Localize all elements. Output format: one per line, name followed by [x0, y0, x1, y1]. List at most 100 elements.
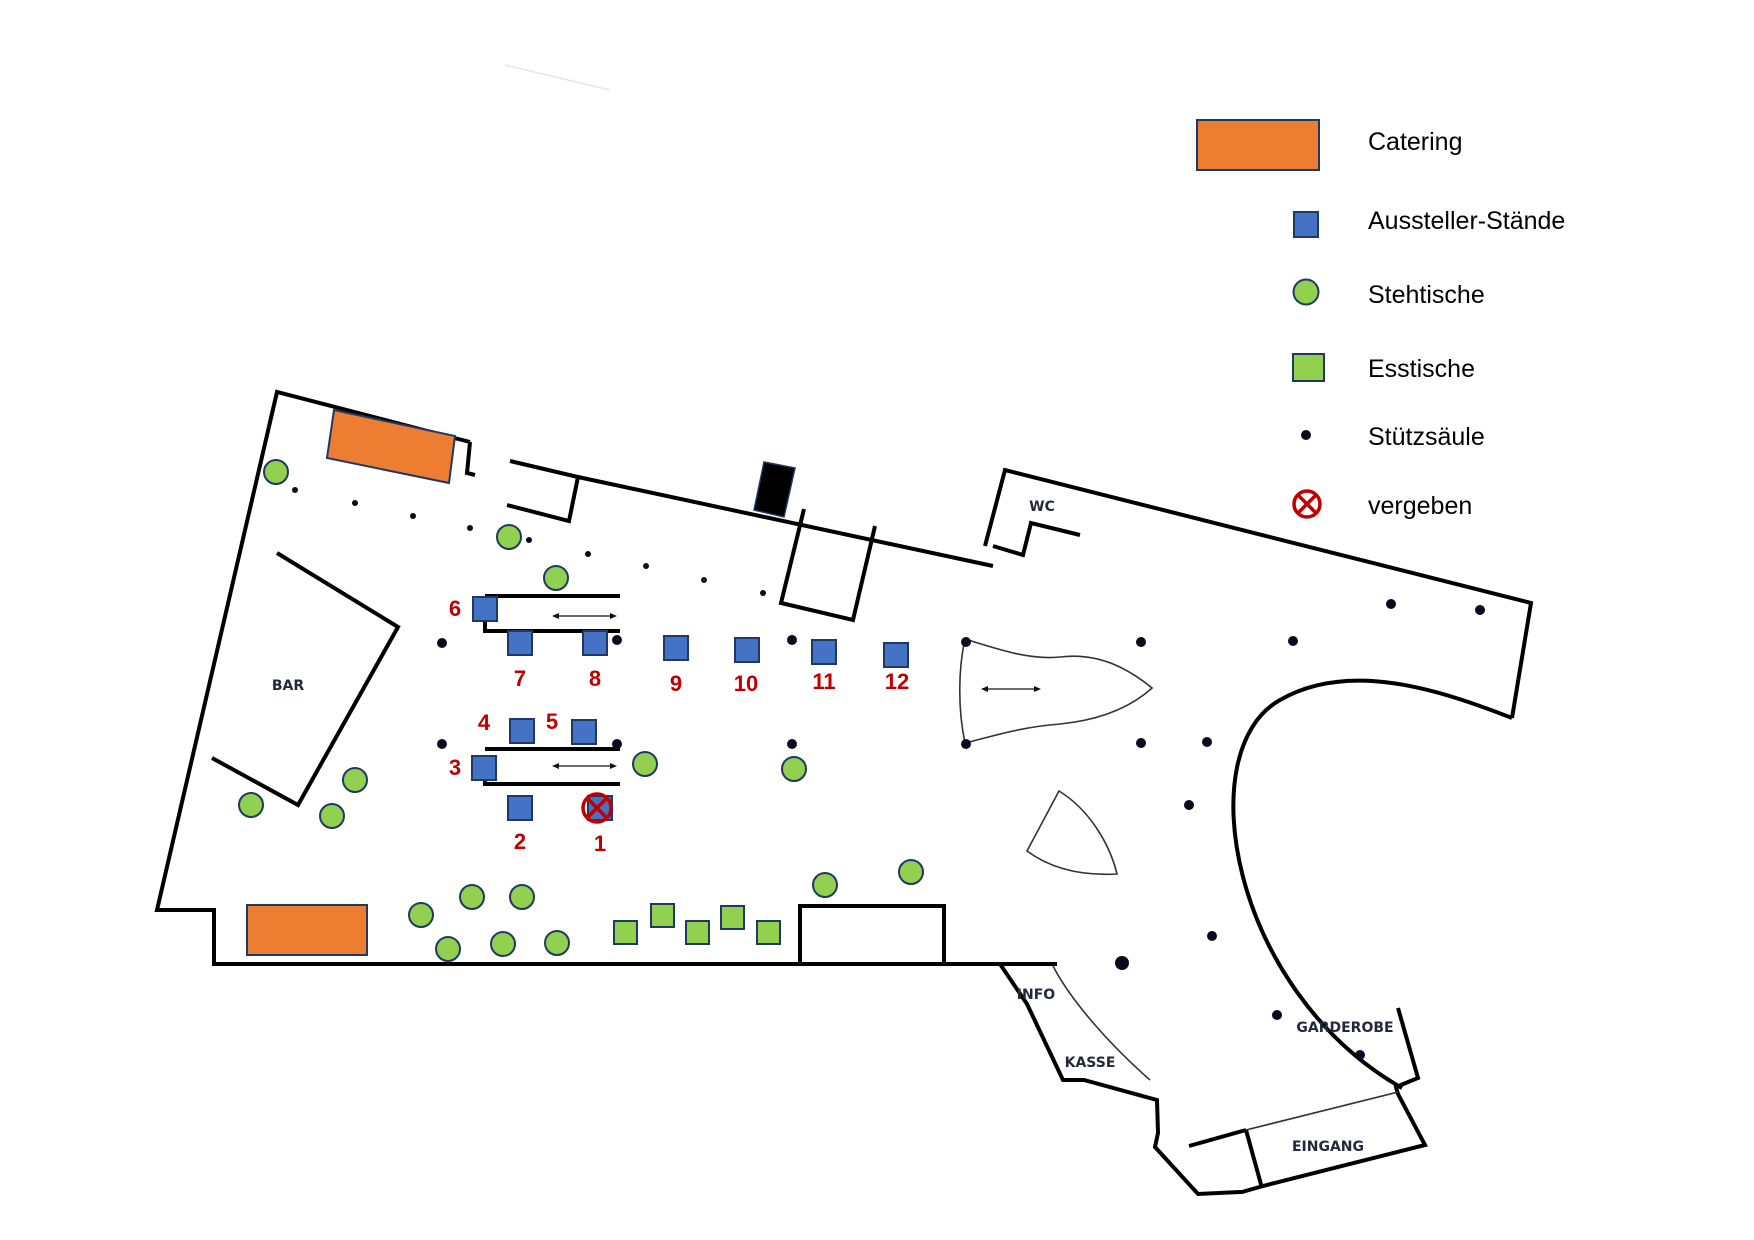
booth-number: 3 — [449, 755, 461, 780]
pillar — [961, 637, 971, 647]
legend-item-pillar: Stützsäule — [1301, 423, 1485, 451]
pillar — [410, 513, 416, 519]
legend-label: Stützsäule — [1368, 423, 1485, 451]
wall-room-top — [506, 459, 581, 524]
booth-1[interactable]: 1 — [581, 792, 613, 856]
wall-entrance-front — [1188, 1128, 1247, 1148]
outer-wall-north — [577, 475, 994, 568]
catering-area-south — [246, 904, 368, 956]
wall-wc-inner — [992, 520, 1081, 558]
booth-box[interactable] — [507, 630, 533, 656]
standing-table — [781, 756, 807, 782]
standing-table — [342, 767, 368, 793]
building-walls — [154, 389, 1534, 1197]
pillar — [437, 739, 447, 749]
booth-box[interactable] — [471, 755, 497, 781]
pillar — [1386, 599, 1396, 609]
dining-table — [756, 920, 781, 945]
booth-11[interactable]: 11 — [811, 639, 837, 694]
pillars — [292, 487, 1485, 1060]
booth-number: 8 — [589, 666, 601, 691]
standing-table — [543, 565, 569, 591]
pillar — [1475, 605, 1485, 615]
room-label-wc: WC — [1029, 499, 1055, 515]
catering-legend-swatch — [1196, 119, 1320, 171]
standing-table — [490, 931, 516, 957]
standing-tables — [238, 459, 924, 962]
booth-number: 11 — [812, 669, 835, 694]
booth-12[interactable]: 12 — [883, 642, 909, 694]
pillar — [1355, 1050, 1365, 1060]
legend-item-dining-table: Esstische — [1292, 353, 1475, 383]
room-label-garderobe: GARDEROBE — [1296, 1020, 1393, 1036]
legend-label: Catering — [1368, 128, 1463, 156]
pillar — [467, 525, 473, 531]
standing-table-legend-swatch — [1292, 278, 1320, 306]
booth-box[interactable] — [507, 795, 533, 821]
pillar — [352, 500, 358, 506]
pillar — [787, 739, 797, 749]
booth-9[interactable]: 9 — [663, 635, 689, 696]
pillar — [1202, 737, 1212, 747]
booth-box[interactable] — [582, 630, 608, 656]
booth-box[interactable] — [571, 719, 597, 745]
booth-number: 2 — [514, 829, 526, 854]
booth-number: 4 — [478, 710, 491, 735]
booth-box[interactable] — [883, 642, 909, 668]
legend-label: Stehtische — [1368, 281, 1485, 309]
booth-3[interactable]: 3 — [449, 755, 497, 781]
standing-table — [238, 792, 264, 818]
escalator-lower — [483, 747, 620, 786]
standing-table — [408, 902, 434, 928]
wall-eingang-top — [1245, 1091, 1399, 1131]
pillar — [1115, 956, 1129, 970]
pillar — [787, 635, 797, 645]
booth-10[interactable]: 10 — [734, 637, 760, 696]
booth-number: 10 — [734, 671, 758, 696]
legend-label: Aussteller-Stände — [1368, 207, 1565, 235]
booth-box[interactable] — [472, 596, 498, 622]
standing-table — [263, 459, 289, 485]
standing-table — [509, 884, 535, 910]
standing-table — [898, 859, 924, 885]
room-label-kasse: KASSE — [1065, 1055, 1116, 1071]
booth-7[interactable]: 7 — [507, 630, 533, 691]
booth-box[interactable] — [663, 635, 689, 661]
pillar — [612, 635, 622, 645]
wall-room-box — [778, 508, 877, 623]
booth-box[interactable] — [734, 637, 760, 663]
pillar — [526, 537, 532, 543]
outer-wall-west — [154, 389, 1000, 966]
booth-number: 5 — [546, 709, 558, 734]
open-area-wedge — [1025, 789, 1119, 876]
dining-table — [720, 905, 745, 930]
standing-table — [812, 872, 838, 898]
standing-table — [459, 884, 485, 910]
standing-table — [632, 751, 658, 777]
bar-counter — [211, 551, 401, 808]
booth-box[interactable] — [811, 639, 837, 665]
room-label-info: INFO — [1017, 987, 1055, 1003]
open-area-leaf — [958, 637, 1154, 744]
booth-legend-swatch — [1293, 211, 1319, 238]
booth-6[interactable]: 6 — [449, 596, 498, 622]
room-label-bar: BAR — [272, 678, 305, 694]
booth-box[interactable] — [509, 718, 535, 744]
booth-number: 12 — [885, 669, 909, 694]
pillar — [701, 577, 707, 583]
dining-table — [685, 920, 710, 945]
booth-5[interactable]: 5 — [546, 709, 597, 745]
pillar — [1136, 637, 1146, 647]
booth-number: 1 — [594, 831, 606, 856]
legend-label: vergeben — [1368, 492, 1472, 520]
stair-block — [753, 461, 796, 518]
booth-4[interactable]: 4 — [478, 710, 535, 744]
pillar — [1136, 738, 1146, 748]
pillar — [1288, 636, 1298, 646]
booth-2[interactable]: 2 — [507, 795, 533, 854]
pillar — [585, 551, 591, 557]
wall-kasse-curve — [1051, 963, 1151, 1081]
booth-8[interactable]: 8 — [582, 630, 608, 691]
pillar — [760, 590, 766, 596]
